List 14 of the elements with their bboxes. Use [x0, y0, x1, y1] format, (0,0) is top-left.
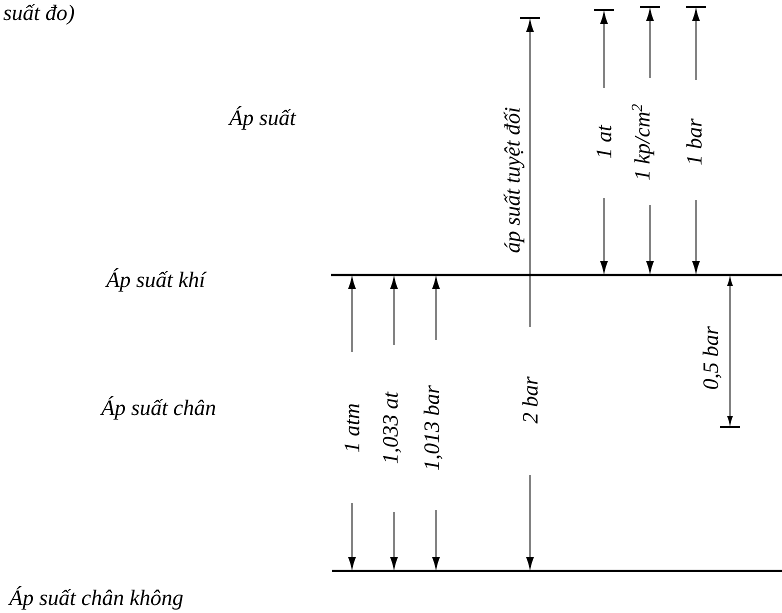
dimension-label: 1 atm — [344, 404, 360, 452]
dimension-label: 1 kp/cm$^{2}$ — [632, 104, 654, 180]
dimension-label: 2 bar — [522, 376, 538, 424]
dimension-label: 1 bar — [686, 118, 702, 165]
heading-text: suất đo) — [3, 4, 74, 25]
dimension-label: 1 at — [596, 124, 612, 158]
dimension-label: 1,013 bar — [424, 385, 442, 470]
region-label: Áp suất chân không — [8, 586, 183, 610]
region-label: Áp suất chân — [100, 396, 216, 420]
dimension-label: áp suất tuyệt đối — [504, 108, 524, 252]
dimension-label: 1,033 at — [383, 392, 402, 464]
region-label: Áp suất khí — [105, 268, 207, 292]
dimension-label: 0,5 bar — [702, 326, 722, 389]
region-label: Áp suất — [228, 106, 296, 130]
